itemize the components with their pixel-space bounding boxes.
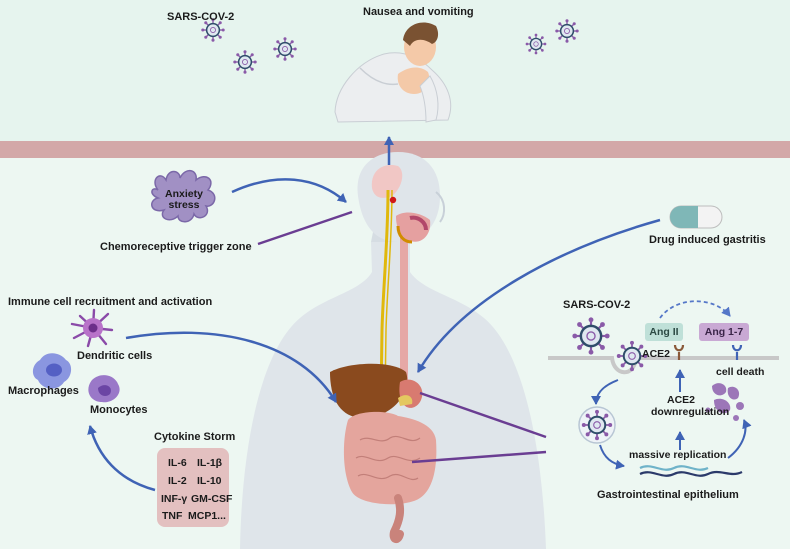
macrophage-icon bbox=[32, 353, 72, 389]
massive-replication-label: massive replication bbox=[629, 449, 727, 461]
arrow-ang2-to-ang17 bbox=[659, 300, 731, 319]
human-body-illustration bbox=[240, 152, 546, 549]
ang-ii-box: Ang II bbox=[645, 323, 683, 341]
stomach-connector-line bbox=[419, 391, 547, 439]
macrophages-label: Macrophages bbox=[8, 385, 79, 397]
arrow-drug-to-stomach bbox=[416, 218, 661, 373]
anxiety-blob-shape bbox=[151, 169, 216, 223]
rna-strand-icon bbox=[639, 465, 743, 477]
virus-icon bbox=[524, 32, 548, 56]
arrow-anxiety-to-brain bbox=[231, 178, 347, 203]
cytokine-item: IL-1β bbox=[197, 457, 223, 469]
chemoreceptive-trigger-zone-label: Chemoreceptive trigger zone bbox=[100, 241, 252, 253]
nausea-vomiting-label: Nausea and vomiting bbox=[363, 6, 474, 18]
virus-icon bbox=[232, 49, 258, 75]
gi-epithelium-label: Gastrointestinal epithelium bbox=[597, 489, 739, 501]
arrow-immune-to-gut bbox=[125, 331, 338, 403]
immune-recruitment-label: Immune cell recruitment and activation bbox=[8, 296, 213, 308]
monocytes-label: Monocytes bbox=[90, 404, 148, 416]
virus-in-vesicle-icon bbox=[578, 406, 616, 444]
cytokine-item: IL-10 bbox=[197, 475, 222, 487]
arrow-cytokine-to-macrophages bbox=[87, 425, 156, 492]
virus-icon bbox=[571, 316, 611, 356]
ctz-connector-line bbox=[257, 210, 353, 246]
cytokine-item: IL-2 bbox=[168, 475, 187, 487]
dendritic-cell-icon bbox=[70, 308, 114, 348]
cytokine-item: TNF bbox=[162, 510, 183, 522]
cytokine-item: INF-γ bbox=[161, 493, 188, 505]
cytokine-storm-title: Cytokine Storm bbox=[154, 431, 236, 443]
anxiety-stress-label: Anxiety stress bbox=[165, 188, 203, 211]
cytokine-item: IL-6 bbox=[168, 457, 187, 469]
cell-death-label: cell death bbox=[716, 366, 765, 378]
drug-induced-gastritis-label: Drug induced gastritis bbox=[649, 234, 766, 246]
arrow-to-cell-death bbox=[727, 419, 752, 459]
vomiting-person-illustration bbox=[334, 22, 452, 123]
virus-icon bbox=[272, 36, 298, 62]
dying-cell-icon bbox=[705, 383, 744, 421]
intestine-connector-line bbox=[411, 450, 547, 464]
ang-1-7-box: Ang 1-7 bbox=[699, 323, 749, 341]
cytokine-item: GM-CSF bbox=[191, 493, 233, 505]
sars-cov-2-gi-label: SARS-COV-2 bbox=[563, 299, 631, 311]
ace2-label: ACE2 bbox=[642, 348, 671, 360]
arrow-to-replication bbox=[599, 444, 625, 470]
ace2-receptor-icon bbox=[673, 344, 685, 360]
brain-trigger-zone-dot bbox=[389, 196, 397, 204]
dendritic-cells-label: Dendritic cells bbox=[77, 350, 153, 362]
capsule-icon bbox=[669, 205, 723, 229]
monocyte-icon bbox=[88, 375, 120, 403]
receptor-icon bbox=[731, 344, 743, 360]
cytokine-item: MCP1... bbox=[188, 510, 226, 522]
cytokine-list-box: IL-6 IL-1β IL-2 IL-10 INF-γ GM-CSF TNF M… bbox=[157, 448, 233, 527]
membrane-band bbox=[0, 141, 790, 158]
ace2-downregulation-label: ACE2 downregulation bbox=[651, 394, 730, 418]
virus-icon bbox=[554, 18, 580, 44]
sars-cov-2-label: SARS-COV-2 bbox=[167, 11, 235, 23]
arrow-virus-into-cell bbox=[591, 379, 619, 405]
